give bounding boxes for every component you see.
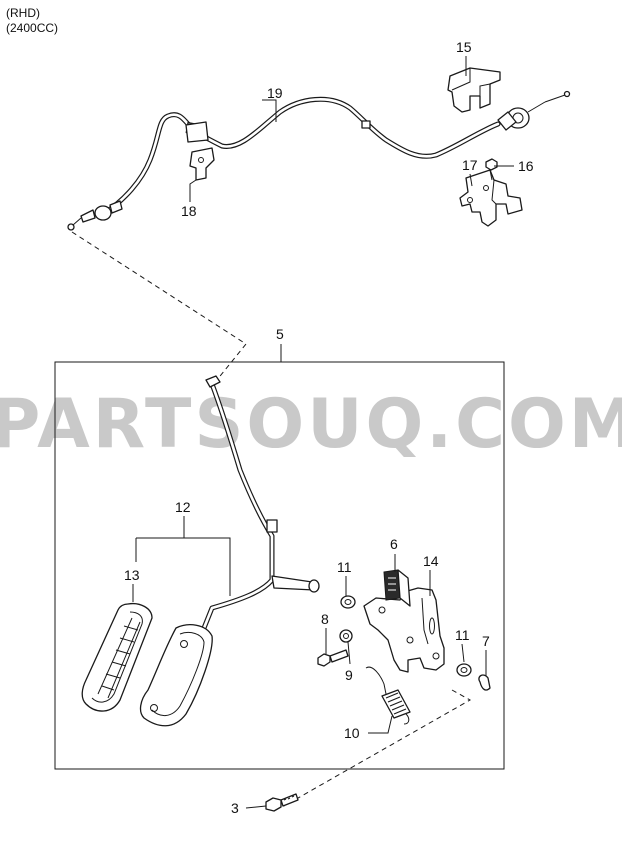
callout-10: 10	[344, 725, 360, 741]
bolt-8	[317, 649, 349, 667]
mounting-bracket-17	[459, 169, 523, 227]
cable-bracket-18	[185, 121, 215, 181]
stopper-pad-6	[383, 569, 411, 607]
callout-6: 6	[390, 536, 398, 552]
accelerator-pedal-pad	[139, 624, 213, 727]
watermark: PARTSOUQ.COM	[0, 385, 622, 464]
return-spring-10	[365, 666, 411, 725]
callout-12: 12	[175, 499, 191, 515]
callout-18: 18	[181, 203, 197, 219]
clip-7	[478, 674, 491, 691]
mounting-bolt-3	[265, 793, 299, 812]
bushing-11-upper	[340, 595, 356, 609]
callout-labels: 19 15 16 17 18 5 12 13 6 14 11 8 11 7 9 …	[124, 39, 534, 816]
bolt-16	[485, 158, 498, 181]
callout-14: 14	[423, 553, 439, 569]
callout-11-upper: 11	[337, 559, 352, 575]
cable-holder-15	[447, 67, 501, 113]
leader-lines	[132, 56, 514, 809]
bushing-11-lower	[456, 663, 472, 677]
callout-15: 15	[456, 39, 472, 55]
callout-9: 9	[345, 667, 353, 683]
header-rhd: (RHD)	[6, 6, 40, 20]
callout-19: 19	[267, 85, 283, 101]
header-engine: (2400CC)	[6, 21, 59, 35]
callout-3: 3	[231, 800, 239, 816]
callout-5: 5	[276, 326, 284, 342]
pedal-pad-rubber-13	[81, 602, 153, 712]
callout-8: 8	[321, 611, 329, 627]
accelerator-cable	[67, 90, 571, 231]
callout-16: 16	[518, 158, 534, 174]
callout-17: 17	[462, 157, 478, 173]
callout-13: 13	[124, 567, 140, 583]
pedal-arm	[201, 375, 320, 631]
nut-9	[339, 629, 353, 643]
cable-routing-line	[71, 231, 247, 387]
callout-11-lower: 11	[455, 627, 470, 643]
pedal-assembly-frame	[54, 361, 505, 770]
bolt-routing-line	[283, 689, 472, 807]
callout-7: 7	[482, 633, 490, 649]
